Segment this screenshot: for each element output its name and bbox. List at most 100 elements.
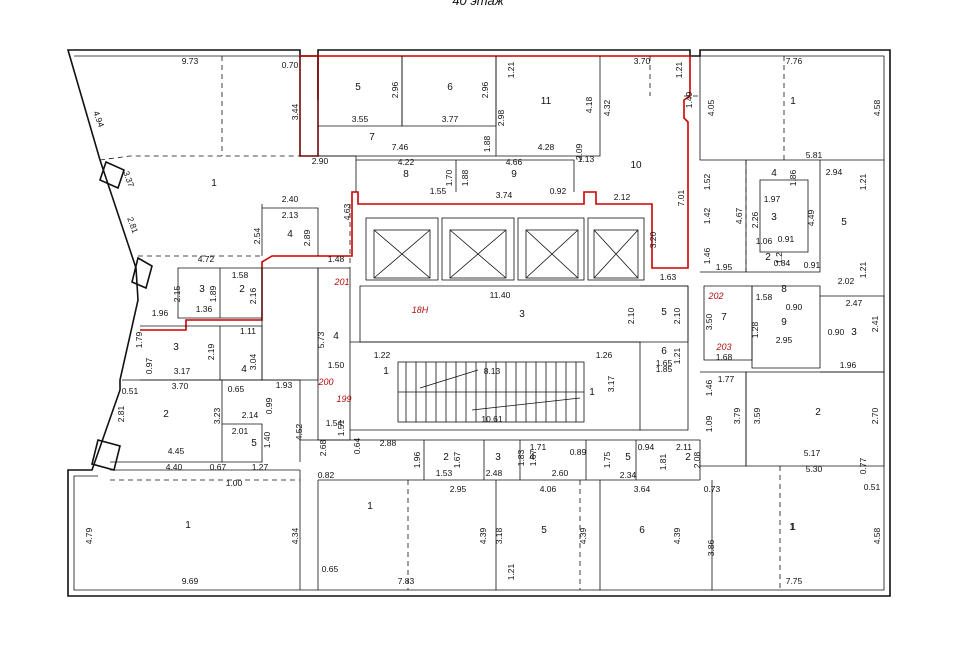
dimension-label: 1.53 [436,468,453,478]
dimension-label: 4.52 [294,423,304,440]
dimension-label: 4.94 [91,109,106,128]
dimension-label: 4.05 [706,99,716,116]
dimension-label: 1.67 [528,449,538,466]
dimension-label: 1.2 [774,252,784,264]
dimension-label: 9.69 [182,576,199,586]
dimension-label: 3.20 [648,231,658,248]
dimension-label: 7.01 [676,189,686,206]
room-number: 5 [661,307,667,318]
room-number: 1 [789,522,795,533]
dimension-label: 8.13 [484,366,501,376]
dimension-label: 11.40 [490,290,511,300]
section-label: 201 [333,277,349,287]
dimension-label: 2.13 [282,210,299,220]
dimension-label: 1.51 [336,419,346,436]
room-number: 2 [815,407,821,418]
dimension-label: 1.86 [788,169,798,186]
dimension-label: 2.10 [626,307,636,324]
dimension-label: 0.64 [352,437,362,454]
dimension-label: 2.12 [614,192,631,202]
dimension-label: 2.48 [486,468,503,478]
room-number: 2 [685,452,691,463]
dimension-label: 1.21 [672,347,682,364]
dimension-label: 7.83 [398,576,415,586]
dimension-label: 0.90 [828,327,845,337]
dimension-label: 3.70 [172,381,189,391]
dimension-label: 4.58 [872,527,882,544]
dimension-label: 3.23 [212,407,222,424]
dimension-label: 1.06 [756,236,773,246]
dimension-label: 1.63 [660,272,677,282]
dimension-label: 1.22 [374,350,391,360]
room-number: 6 [639,525,645,536]
dimension-label: 1.85 [656,364,673,374]
dimension-label: 4.58 [872,99,882,116]
dimension-label: 4.39 [478,527,488,544]
dimension-label: 0.91 [778,234,795,244]
dimension-label: 4.28 [538,142,555,152]
dimension-label: 2.94 [826,167,843,177]
dimension-label: 2.01 [232,426,249,436]
dimension-label: 1.52 [702,173,712,190]
dimension-label: 1.79 [134,331,144,348]
outer-walls [66,49,891,597]
dimension-label: 2.15 [172,285,182,302]
room-number: 9 [781,317,787,328]
interior-walls [110,56,885,590]
dimension-label: 1.71 [530,442,547,452]
dimension-label: 3.64 [634,484,651,494]
room-numbers: 1 5 6 11 7 8 9 10 1 4 3 2 3 4 2 5 4 3 5 … [163,82,857,536]
staircase [397,361,585,423]
room-number: 2 [765,252,771,263]
elevator-shafts [365,217,645,281]
dimension-label: 2.10 [672,307,682,324]
dimension-label: 0.51 [864,482,881,492]
room-number: 9 [511,169,517,180]
dimension-label: 1.36 [196,304,213,314]
room-number: 3 [519,309,525,320]
room-number: 2 [443,452,449,463]
dimension-label: 5.73 [316,331,326,348]
dimension-label: 2.95 [450,484,467,494]
room-number: 5 [841,217,847,228]
dimension-labels: 9.73 0.70 4.94 3.44 3.55 3.77 2.96 2.96 … [84,56,882,586]
dimension-label: 0.65 [322,564,339,574]
room-number: 5 [625,452,631,463]
dimension-label: 0.92 [550,186,567,196]
section-label: 199 [336,394,351,404]
dimension-label: 4.22 [398,157,415,167]
dimension-label: 0.77 [858,457,868,474]
dimension-label: 1.00 [226,478,243,488]
room-number: 6 [447,82,453,93]
dimension-label: 1.40 [262,431,272,448]
dimension-label: 1.28 [750,321,760,338]
room-number: 4 [333,331,339,342]
dimension-label: 4.32 [602,99,612,116]
dimension-label: 0.65 [228,384,245,394]
room-number: 4 [241,364,247,375]
room-number: 1 [589,387,595,398]
dimension-label: 2.89 [302,229,312,246]
dimension-label: 0.97 [144,357,154,374]
dimension-label: 3.59 [752,407,762,424]
dimension-label: 1.96 [840,360,857,370]
elevator-shaft-4 [587,217,645,281]
dimension-label: 4.72 [198,254,215,264]
section-labels: 18Н 201 200 199 202 203 [317,277,731,404]
dimension-label: 2.09 [574,143,584,160]
dimension-label: 1.67 [452,451,462,468]
dimension-label: 2.19 [206,343,216,360]
dimension-label: 2.90 [312,156,329,166]
dimension-label: 4.63 [342,203,352,220]
room-number: 5 [541,525,547,536]
dimension-label: 0.90 [786,302,803,312]
dimension-label: 1.55 [430,186,447,196]
dimension-label: 4.18 [584,96,594,113]
dimension-label: 1.68 [716,352,733,362]
dimension-label: 4.34 [290,527,300,544]
room-number: 3 [495,452,501,463]
dimension-label: 3.77 [442,114,459,124]
room-number: 7 [721,312,727,323]
dimension-label: 3.37 [121,169,136,188]
